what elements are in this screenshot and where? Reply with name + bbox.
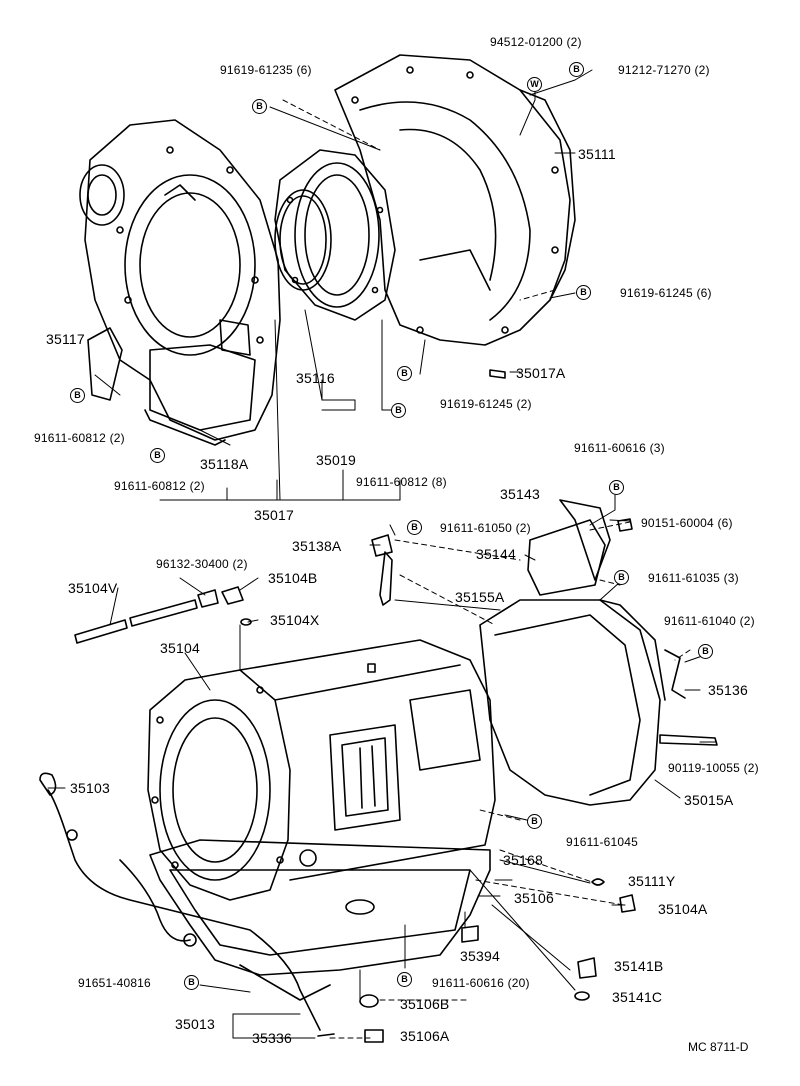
bolt-b-badge: B [184, 975, 199, 990]
right-housing-drawing [334, 54, 576, 379]
bolt-b-badge: B [391, 403, 406, 418]
part-label-35136: 35136 [708, 682, 748, 698]
fastener-label-94512-01200: 94512-01200 (2) [490, 35, 582, 49]
leader-lines [47, 69, 717, 1039]
fastener-label-91611-61050: 91611-61050 (2) [440, 521, 531, 535]
diagram-reference-code: MC 8711-D [688, 1040, 749, 1054]
bolt-b-badge: B [397, 366, 412, 381]
part-label-35104b: 35104B [268, 570, 318, 586]
part-label-35117: 35117 [46, 331, 85, 347]
part-label-35141b: 35141B [614, 958, 664, 974]
bolt-b-badge: B [252, 99, 267, 114]
dipstick-drawing [39, 772, 321, 1031]
rear-housing-drawing [479, 499, 718, 806]
main-case-drawing [147, 639, 496, 901]
bolt-b-badge: B [70, 388, 85, 403]
part-label-35104: 35104 [160, 640, 200, 656]
fastener-label-91611-61035: 91611-61035 (3) [648, 571, 739, 585]
fastener-label-91611-60812-2b: 91611-60812 (2) [114, 479, 205, 493]
bolt-b-badge: B [576, 285, 591, 300]
bolt-b-badge: B [569, 62, 584, 77]
fastener-label-91619-61235: 91619-61235 (6) [220, 63, 312, 77]
fastener-label-91611-61045: 91611-61045 [566, 835, 639, 849]
bolt-b-badge: B [614, 570, 629, 585]
part-label-35168: 35168 [503, 852, 543, 868]
fastener-label-91651-40816: 91651-40816 [78, 976, 151, 990]
part-label-35106b: 35106B [400, 996, 450, 1012]
dashed-lines [282, 99, 691, 1039]
part-label-35111: 35111 [578, 146, 616, 162]
part-label-35103: 35103 [70, 780, 110, 796]
fastener-label-91611-60812-8: 91611-60812 (8) [356, 475, 447, 489]
part-label-35116: 35116 [296, 370, 335, 386]
washer-w-badge: W [527, 77, 542, 92]
part-label-35017: 35017 [254, 507, 294, 523]
bolt-b-badge: B [527, 814, 542, 829]
small-parts-drawing [74, 518, 636, 1043]
fastener-label-91212-71270: 91212-71270 (2) [618, 63, 710, 77]
part-label-35013: 35013 [175, 1016, 215, 1032]
left-housing-drawing [79, 119, 281, 446]
part-label-35118a: 35118A [200, 456, 249, 472]
part-label-35144: 35144 [476, 546, 516, 562]
fastener-label-91611-60616-20: 91611-60616 (20) [432, 976, 530, 990]
bolt-b-badge: B [698, 644, 713, 659]
part-label-35104a: 35104A [658, 901, 708, 917]
gasket-drawing [274, 149, 396, 321]
part-label-35104x: 35104X [270, 612, 320, 628]
part-label-35138a: 35138A [292, 538, 342, 554]
part-label-35111y: 35111Y [628, 873, 676, 889]
part-label-35017a: 35017A [516, 365, 566, 381]
part-label-35106a: 35106A [400, 1028, 450, 1044]
part-label-35336: 35336 [252, 1030, 292, 1046]
part-label-35141c: 35141C [612, 989, 663, 1005]
part-label-35394: 35394 [460, 948, 500, 964]
fastener-label-90119-10055: 90119-10055 (2) [668, 761, 759, 775]
part-label-35019: 35019 [316, 452, 356, 468]
fastener-label-96132-30400: 96132-30400 (2) [156, 557, 248, 571]
fastener-label-91619-61245-6: 91619-61245 (6) [620, 286, 712, 300]
fastener-label-91619-61245-2: 91619-61245 (2) [440, 397, 532, 411]
fastener-label-90151-60004: 90151-60004 (6) [641, 516, 733, 530]
fastener-label-91611-61040: 91611-61040 (2) [664, 614, 755, 628]
bolt-b-badge: B [397, 972, 412, 987]
part-label-35015a: 35015A [684, 792, 734, 808]
part-label-35143: 35143 [500, 486, 540, 502]
bolt-b-badge: B [609, 480, 624, 495]
fastener-label-91611-60616-3: 91611-60616 (3) [574, 441, 665, 455]
bolt-b-badge: B [150, 448, 165, 463]
part-label-35104v: 35104V [68, 580, 118, 596]
part-label-35106: 35106 [514, 890, 554, 906]
bolt-b-badge: B [407, 520, 422, 535]
fastener-label-91611-60812-2a: 91611-60812 (2) [34, 431, 125, 445]
part-label-35155a: 35155A [455, 589, 505, 605]
